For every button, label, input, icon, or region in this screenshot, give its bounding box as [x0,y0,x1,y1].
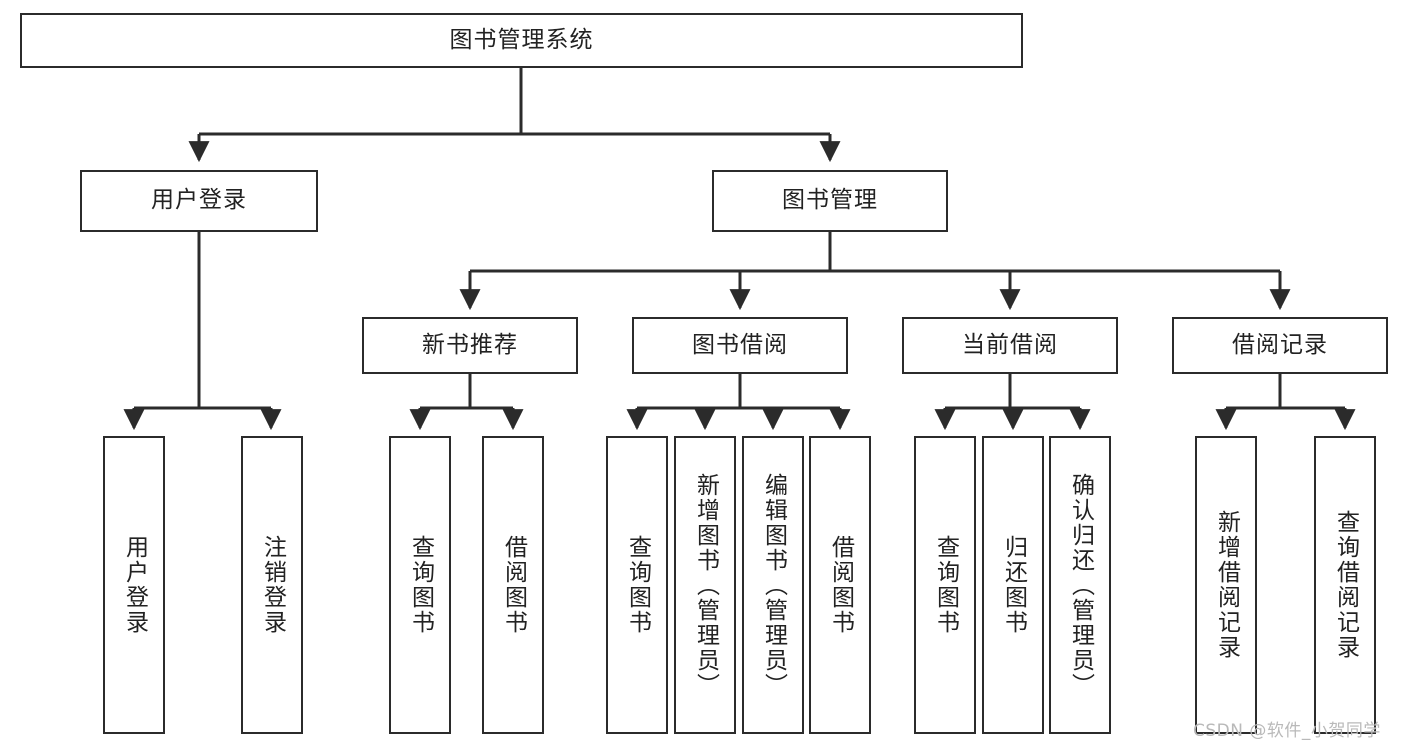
leaf-logout[interactable]: 注销登录 [241,436,303,734]
node-label: 借阅图书 [827,535,854,635]
node-label: 归还图书 [1000,535,1027,635]
leaf-user-login[interactable]: 用户登录 [103,436,165,734]
node-label: 注销登录 [259,535,286,635]
leaf-borrow-book[interactable]: 借阅图书 [809,436,871,734]
node-label: 用户登录 [121,535,148,635]
node-root-system[interactable]: 图书管理系统 [20,13,1023,68]
node-user-login[interactable]: 用户登录 [80,170,318,232]
node-label: 新增图书（管理员） [692,472,719,698]
leaf-query-book-borrow[interactable]: 查询图书 [606,436,668,734]
node-label: 借阅记录 [1232,331,1328,358]
leaf-add-borrow-record[interactable]: 新增借阅记录 [1195,436,1257,734]
leaf-return-book[interactable]: 归还图书 [982,436,1044,734]
node-label: 新书推荐 [422,331,518,358]
leaf-confirm-return-admin[interactable]: 确认归还（管理员） [1049,436,1111,734]
leaf-add-book-admin[interactable]: 新增图书（管理员） [674,436,736,734]
node-label: 图书管理系统 [449,26,594,53]
node-label: 新增借阅记录 [1213,510,1240,660]
node-label: 图书借阅 [692,331,788,358]
leaf-query-borrow-record[interactable]: 查询借阅记录 [1314,436,1376,734]
node-label: 查询借阅记录 [1332,510,1359,660]
leaf-query-book-new[interactable]: 查询图书 [389,436,451,734]
node-label: 查询图书 [932,535,959,635]
leaf-edit-book-admin[interactable]: 编辑图书（管理员） [742,436,804,734]
node-new-book-recommend[interactable]: 新书推荐 [362,317,578,374]
node-label: 图书管理 [782,187,878,214]
node-borrow-records[interactable]: 借阅记录 [1172,317,1388,374]
watermark-text: CSDN @软件_小贺同学 [1193,721,1381,741]
node-book-management[interactable]: 图书管理 [712,170,948,232]
leaf-borrow-book-new[interactable]: 借阅图书 [482,436,544,734]
node-label: 查询图书 [624,535,651,635]
leaf-query-book-current[interactable]: 查询图书 [914,436,976,734]
node-label: 用户登录 [151,187,247,214]
node-label: 编辑图书（管理员） [760,472,787,698]
node-label: 当前借阅 [962,331,1058,358]
node-current-borrow[interactable]: 当前借阅 [902,317,1118,374]
node-book-borrow[interactable]: 图书借阅 [632,317,848,374]
node-label: 确认归还（管理员） [1067,472,1094,698]
node-label: 查询图书 [407,535,434,635]
node-label: 借阅图书 [500,535,527,635]
